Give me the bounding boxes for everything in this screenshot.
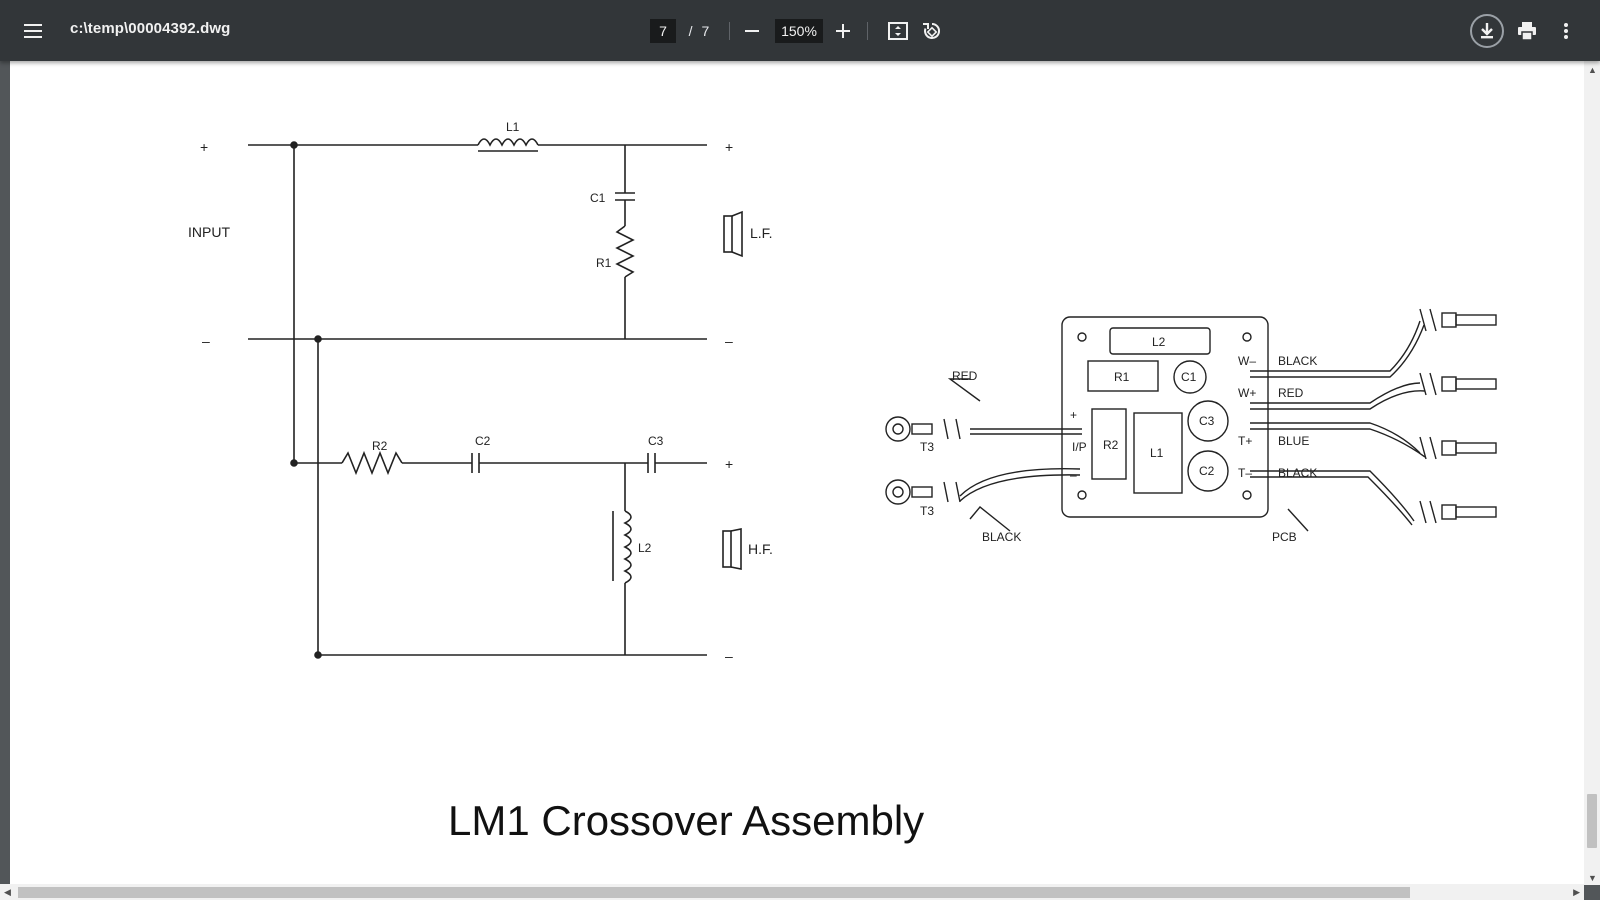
- pcb-c2: C2: [1199, 464, 1215, 478]
- pcb-t3-bottom: T3: [920, 504, 934, 518]
- horizontal-scroll-thumb[interactable]: [18, 887, 1410, 898]
- scroll-right-icon[interactable]: ▶: [1573, 887, 1580, 897]
- pcb-l1: L1: [1150, 446, 1164, 460]
- schematic-lf-label: L.F.: [750, 225, 773, 241]
- schematic-hf-label: H.F.: [748, 541, 773, 557]
- pcb-r1: R1: [1114, 370, 1130, 384]
- schematic-minus-hf: –: [725, 648, 733, 664]
- page-count: / 7: [677, 19, 721, 43]
- schematic-r2: R2: [372, 439, 388, 453]
- download-icon[interactable]: [1470, 14, 1504, 48]
- pcb-wire-red: RED: [1278, 386, 1304, 400]
- pcb-c3: C3: [1199, 414, 1215, 428]
- scroll-down-icon[interactable]: ▼: [1588, 873, 1597, 883]
- more-vert-icon[interactable]: [1550, 15, 1582, 47]
- schematic-r1: R1: [596, 256, 612, 270]
- scroll-up-icon[interactable]: ▲: [1588, 65, 1597, 75]
- document-viewer[interactable]: + INPUT – + – + – L.F. H.F. L1 C1 R1 R2 …: [0, 61, 1600, 900]
- zoom-input[interactable]: 150%: [775, 19, 823, 43]
- document-title: c:\temp\00004392.dwg: [70, 20, 231, 37]
- minus-icon[interactable]: [736, 15, 768, 47]
- pcb-in-red: RED: [952, 369, 978, 383]
- crossover-drawing: + INPUT – + – + – L.F. H.F. L1 C1 R1 R2 …: [188, 120, 1497, 664]
- scroll-left-icon[interactable]: ◀: [4, 887, 11, 897]
- pcb-w-plus: W+: [1238, 386, 1256, 400]
- schematic-c2: C2: [475, 434, 491, 448]
- fit-to-page-icon[interactable]: [882, 15, 914, 47]
- pcb-t-minus: T–: [1238, 466, 1252, 480]
- schematic-l1: L1: [506, 120, 520, 134]
- schematic-input-label: INPUT: [188, 224, 230, 240]
- schematic-c3: C3: [648, 434, 664, 448]
- schematic-minus-in: –: [202, 333, 210, 349]
- pcb-label: PCB: [1272, 530, 1297, 544]
- toolbar-divider: [729, 22, 730, 40]
- pcb-l2: L2: [1152, 335, 1166, 349]
- schematic-plus-lf: +: [725, 139, 733, 155]
- schematic-plus-in: +: [200, 139, 208, 155]
- pcb-ip-label: I/P: [1072, 440, 1087, 454]
- menu-icon[interactable]: [18, 15, 50, 47]
- pcb-ip-plus: +: [1070, 408, 1077, 422]
- pcb-t3-top: T3: [920, 440, 934, 454]
- vertical-scroll-thumb[interactable]: [1587, 794, 1597, 848]
- schematic-plus-hf: +: [725, 456, 733, 472]
- vertical-scrollbar[interactable]: ▲ ▼: [1584, 61, 1600, 885]
- schematic-c1: C1: [590, 191, 606, 205]
- pcb-r2: R2: [1103, 438, 1119, 452]
- pcb-wire-black-1: BLACK: [1278, 354, 1317, 368]
- pcb-in-black: BLACK: [982, 530, 1021, 544]
- plus-icon[interactable]: [827, 15, 859, 47]
- pcb-c1: C1: [1181, 370, 1197, 384]
- pcb-wire-blue: BLUE: [1278, 434, 1309, 448]
- horizontal-scrollbar[interactable]: ◀ ▶: [0, 884, 1584, 900]
- pcb-w-minus: W–: [1238, 354, 1256, 368]
- pcb-wire-black-2: BLACK: [1278, 466, 1317, 480]
- page-total: 7: [701, 23, 710, 39]
- schematic-l2: L2: [638, 541, 652, 555]
- pcb-t-plus: T+: [1238, 434, 1252, 448]
- schematic-minus-lf: –: [725, 333, 733, 349]
- pdf-toolbar: c:\temp\00004392.dwg 7 / 7 150%: [0, 0, 1600, 61]
- toolbar-divider: [867, 22, 868, 40]
- page-number-input[interactable]: 7: [650, 19, 676, 43]
- pdf-page: + INPUT – + – + – L.F. H.F. L1 C1 R1 R2 …: [10, 61, 1584, 886]
- page-separator: /: [688, 23, 693, 39]
- rotate-icon[interactable]: [916, 15, 948, 47]
- drawing-caption: LM1 Crossover Assembly: [448, 797, 925, 844]
- print-icon[interactable]: [1511, 15, 1543, 47]
- pcb-ip-minus: –: [1070, 468, 1077, 482]
